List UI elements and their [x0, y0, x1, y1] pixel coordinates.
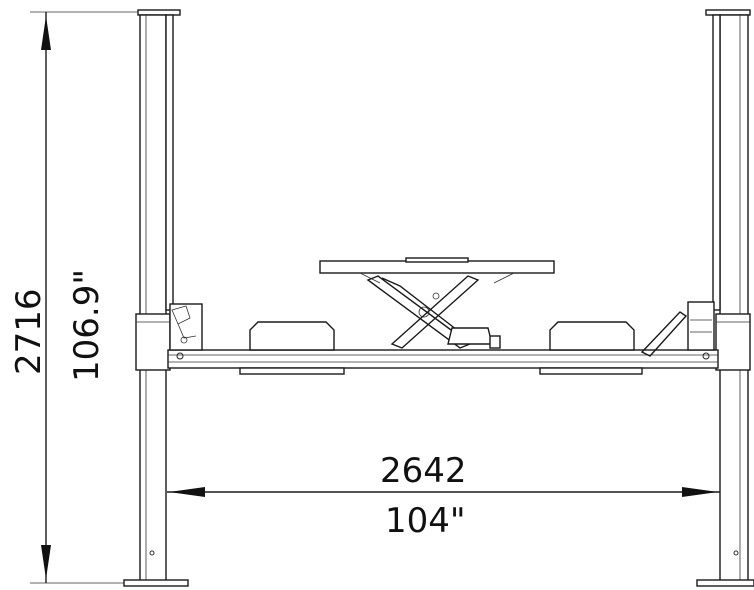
runway-beam [167, 349, 719, 369]
width-arrow-left [169, 487, 205, 497]
height-dimension: 2716 106.9" [9, 11, 138, 584]
left-post-inner-rail [165, 14, 174, 311]
width-arrow-right [682, 487, 718, 497]
left-end-mechanism [169, 303, 203, 351]
right-wheel-chock [549, 321, 635, 351]
left-post [123, 9, 189, 587]
left-post-base-plate [123, 579, 189, 587]
height-arrow-top [41, 16, 51, 50]
scissor-arm-b [390, 275, 480, 349]
jack-table [319, 260, 555, 274]
right-slip-plate [539, 367, 643, 375]
right-post-inner-rail [712, 14, 721, 311]
height-arrow-bottom [41, 545, 51, 579]
right-post [696, 9, 754, 587]
left-slip-plate [239, 367, 345, 375]
jack-cylinder [447, 327, 493, 345]
width-dimension: 2642 104" [167, 451, 720, 541]
left-post-column [139, 14, 167, 584]
left-wheel-chock [249, 321, 335, 351]
left-post-top-cap [137, 9, 181, 16]
right-end-mechanism [640, 301, 715, 357]
height-inch-label: 106.9" [67, 269, 107, 382]
scissor-jack [319, 257, 555, 349]
right-post-base-plate [696, 579, 754, 587]
width-inch-label: 104" [385, 501, 466, 541]
runway-deck [167, 349, 719, 369]
right-carriage-block [715, 313, 751, 371]
right-post-top-cap [705, 9, 751, 16]
right-post-column [719, 14, 749, 584]
height-mm-label: 2716 [9, 288, 49, 375]
right-ramp [640, 311, 688, 357]
width-mm-label: 2642 [380, 451, 467, 491]
